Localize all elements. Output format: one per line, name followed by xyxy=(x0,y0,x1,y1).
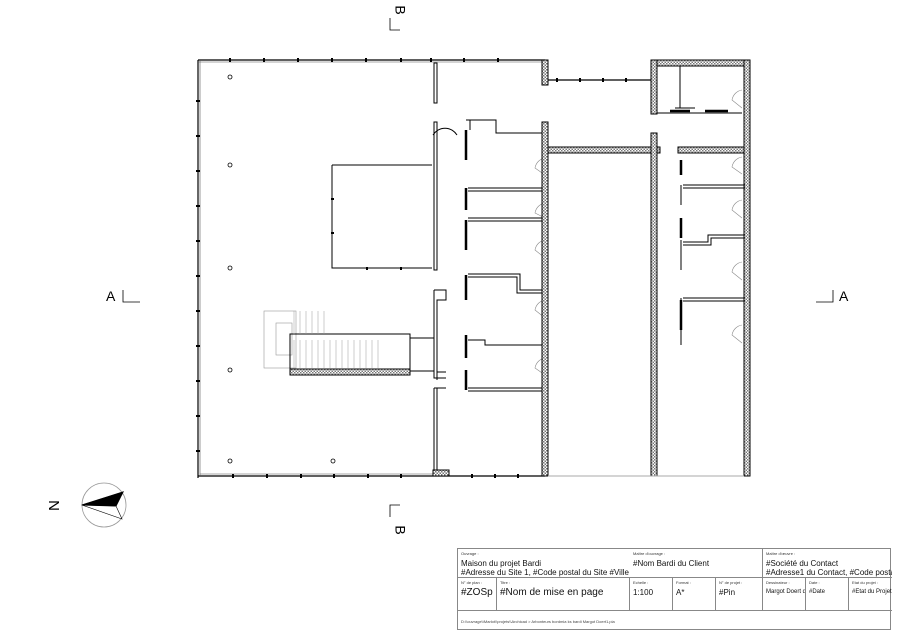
posts xyxy=(196,58,627,478)
section-mark-a-left: A xyxy=(106,288,116,304)
inner-partition xyxy=(331,164,432,269)
format-cell: Format : A* xyxy=(673,578,716,611)
section-mark-b-top: B xyxy=(392,5,409,15)
column-markers xyxy=(227,74,336,464)
project-number-cell: N° de projet : #Pin xyxy=(716,578,763,611)
maitre-ouvrage-cell: Maître d'ouvrage : #Nom Bardi du Client xyxy=(630,549,763,578)
section-mark-a-right: A xyxy=(839,288,849,304)
outer-wall xyxy=(197,59,545,478)
date-cell: Date : #Date xyxy=(806,578,849,611)
north-label: N xyxy=(44,500,62,511)
title-block: Ouvrage : Maison du projet Bardi #Adress… xyxy=(457,548,892,630)
file-path: D:\\ouvrage\\Marlot\\projets\\Archicad >… xyxy=(461,619,615,624)
staircase xyxy=(263,310,435,376)
north-arrow-icon xyxy=(81,482,127,528)
load-bearing-walls xyxy=(541,59,751,477)
hatched-pillar xyxy=(432,469,450,477)
designer-cell: Dessinateur : Margot Doert du xyxy=(763,578,806,611)
scale-cell: Echelle : 1:100 xyxy=(630,578,673,611)
plan-number-cell: N° de plan : #ZOSp xyxy=(458,578,497,611)
ouvrage-cell: Ouvrage : Maison du projet Bardi #Adress… xyxy=(458,549,630,578)
section-mark-b-bottom: B xyxy=(392,525,409,535)
project-state-cell: Etat du projet : #Etat du Projet xyxy=(849,578,892,611)
title-cell: Titre : #Nom de mise en page xyxy=(497,578,630,611)
door-swings xyxy=(534,89,743,376)
maitre-oeuvre-cell: Maître d'œuvre : #Société du Contact #Ad… xyxy=(763,549,892,578)
